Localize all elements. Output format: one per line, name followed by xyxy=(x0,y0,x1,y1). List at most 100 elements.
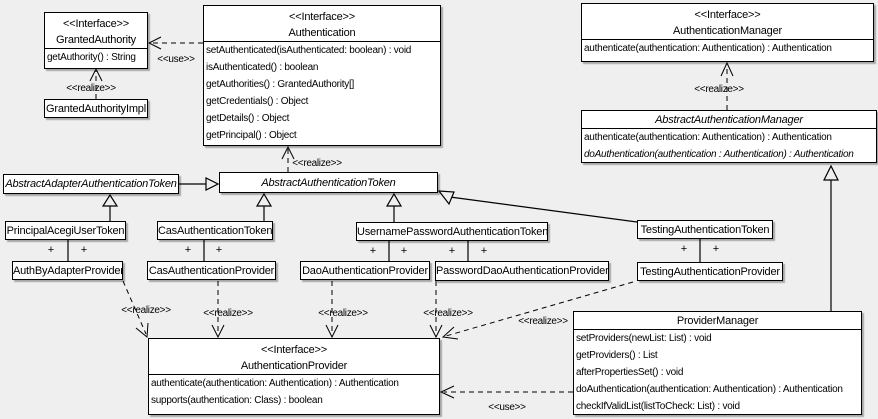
class-name: TestingAuthenticationToken xyxy=(640,223,770,236)
class-name: UsernamePasswordAuthenticationToken xyxy=(357,225,548,238)
edge-assoc-principal-authbyadapter[interactable]: + + xyxy=(48,240,87,261)
class-authentication-manager[interactable]: <<Interface>> AuthenticationManager auth… xyxy=(581,3,874,62)
plus-label: + xyxy=(401,245,407,257)
class-provider-manager[interactable]: ProviderManager setProviders(newList: Li… xyxy=(573,311,862,415)
class-abstract-adapter-authentication-token[interactable]: AbstractAdapterAuthenticationToken xyxy=(3,174,179,194)
edge-assoc-uptoken-passworddaoprovider[interactable]: + + xyxy=(449,241,487,261)
edge-assoc-uptoken-daoprovider[interactable]: + + xyxy=(370,241,407,261)
edge-gen-adapter-token[interactable] xyxy=(179,177,220,191)
class-authentication-provider[interactable]: <<Interface>> AuthenticationProvider aut… xyxy=(148,338,440,415)
edge-label-realize: <<realize>> xyxy=(203,308,253,319)
class-name: Authentication xyxy=(288,27,356,39)
class-granted-authority[interactable]: <<Interface>> GrantedAuthority getAuthor… xyxy=(44,12,148,69)
edge-assoc-testingtoken-testingprovider[interactable]: + + xyxy=(681,239,719,262)
method-row: getDetails() : Object xyxy=(206,113,290,124)
edge-label-use: <<use>> xyxy=(488,402,526,413)
class-name: GrantedAuthority xyxy=(56,34,136,46)
method-row: authenticate(authentication: Authenticat… xyxy=(584,132,832,143)
method-row: afterPropertiesSet() : void xyxy=(576,367,684,378)
class-title: <<Interface>> AuthenticationProvider xyxy=(149,339,439,375)
stereotype: <<Interface>> xyxy=(63,18,129,30)
edge-gen-cas-token[interactable] xyxy=(255,192,273,221)
class-name: AbstractAuthenticationToken xyxy=(261,176,396,189)
class-cas-authentication-token[interactable]: CasAuthenticationToken xyxy=(157,221,273,240)
class-username-password-authentication-token[interactable]: UsernamePasswordAuthenticationToken xyxy=(356,222,548,241)
class-name: CasAuthenticationToken xyxy=(158,224,273,237)
method-row: authenticate(authentication: Authenticat… xyxy=(151,378,399,389)
edge-assoc-castoken-casprovider[interactable]: + + xyxy=(185,240,222,261)
method-row: getCredentials() : Object xyxy=(206,96,309,107)
plus-label: + xyxy=(185,244,191,256)
stereotype: <<Interface>> xyxy=(261,344,327,356)
edge-realize-abstractauthenticationtoken[interactable]: <<realize>> xyxy=(281,145,343,172)
class-abstract-authentication-manager[interactable]: AbstractAuthenticationManager authentica… xyxy=(581,110,877,163)
method-row: getAuthorities() : GrantedAuthority[] xyxy=(206,79,355,90)
edge-realize-daoauthenticationprovider[interactable]: <<realize>> xyxy=(318,281,369,339)
method-row: supports(authentication: Class) : boolea… xyxy=(151,395,323,406)
plus-label: + xyxy=(370,245,376,257)
edge-use-providermanager-authenticationprovider[interactable]: <<use>> xyxy=(439,385,573,413)
edge-gen-providermanager[interactable] xyxy=(823,164,839,311)
method-row: doAuthentication(authentication: Authent… xyxy=(576,384,843,395)
class-abstract-authentication-token[interactable]: AbstractAuthenticationToken xyxy=(219,172,438,193)
class-name: AbstractAdapterAuthenticationToken xyxy=(5,178,177,190)
edge-realize-casauthenticationprovider[interactable]: <<realize>> xyxy=(203,281,254,339)
plus-label: + xyxy=(216,244,222,256)
method-row: isAuthenticated() : boolean xyxy=(206,62,319,73)
class-name: DaoAuthenticationProvider xyxy=(302,264,428,277)
method-row: setAuthenticated(isAuthenticated: boolea… xyxy=(206,45,412,56)
edge-realize-authbyadapterprovider[interactable]: <<realize>> xyxy=(121,280,172,338)
plus-label: + xyxy=(681,243,687,255)
stereotype: <<Interface>> xyxy=(289,11,355,23)
method-row: getAuthority() : String xyxy=(47,52,136,63)
class-testing-authentication-token[interactable]: TestingAuthenticationToken xyxy=(637,220,773,239)
class-name: CasAuthenticationProvider xyxy=(148,264,275,277)
class-cas-authentication-provider[interactable]: CasAuthenticationProvider xyxy=(147,261,276,280)
edge-label-use: <<use>> xyxy=(157,54,195,65)
edge-realize-abstractauthenticationmanager[interactable]: <<realize>> xyxy=(694,61,745,110)
edge-gen-principal-token[interactable] xyxy=(101,193,119,221)
stereotype: <<Interface>> xyxy=(694,9,761,21)
plus-label: + xyxy=(81,244,87,256)
class-principal-acegi-user-token[interactable]: PrincipalAcegiUserToken xyxy=(5,221,126,240)
edge-gen-usernamepassword-token[interactable] xyxy=(385,192,403,222)
class-authentication[interactable]: <<Interface>> Authentication setAuthenti… xyxy=(203,5,441,146)
edge-label-realize: <<realize>> xyxy=(66,83,116,94)
class-granted-authority-impl[interactable]: GrantedAuthorityImpl xyxy=(44,99,148,118)
edge-use-authentication-grantedauthority[interactable]: <<use>> xyxy=(147,36,203,65)
class-title: ProviderManager xyxy=(574,312,861,330)
edge-label-realize: <<realize>> xyxy=(694,84,744,95)
method-row: getProviders() : List xyxy=(576,350,658,361)
method-row: doAuthentication(authentication : Authen… xyxy=(584,149,854,160)
plus-label: + xyxy=(481,245,487,257)
edge-label-realize: <<realize>> xyxy=(318,308,368,319)
edge-realize-grantedauthorityimpl[interactable]: <<realize>> xyxy=(66,67,117,99)
class-password-dao-authentication-provider[interactable]: PasswordDaoAuthenticationProvider xyxy=(435,261,609,281)
class-title: <<Interface>> AuthenticationManager xyxy=(582,4,873,40)
edge-label-realize: <<realize>> xyxy=(518,316,568,327)
plus-label: + xyxy=(449,245,455,257)
class-title: <<Interface>> Authentication xyxy=(204,6,440,42)
plus-label: + xyxy=(713,243,719,255)
method-row: checkIfValidList(listToCheck: List) : vo… xyxy=(576,401,740,412)
edge-realize-passworddaoauthenticationprovider[interactable]: <<realize>> xyxy=(423,281,474,339)
edge-gen-testing-token[interactable] xyxy=(437,190,638,223)
method-row: getPrincipal() : Object xyxy=(206,130,297,141)
plus-label: + xyxy=(48,244,54,256)
class-name: TestingAuthenticationProvider xyxy=(640,265,780,278)
class-dao-authentication-provider[interactable]: DaoAuthenticationProvider xyxy=(300,261,430,280)
class-name: GrantedAuthorityImpl xyxy=(46,102,146,115)
class-testing-authentication-provider[interactable]: TestingAuthenticationProvider xyxy=(637,262,783,281)
edge-label-realize: <<realize>> xyxy=(292,158,342,169)
class-name: PrincipalAcegiUserToken xyxy=(6,224,125,237)
class-auth-by-adapter-provider[interactable]: AuthByAdapterProvider xyxy=(12,261,123,280)
class-name: PasswordDaoAuthenticationProvider xyxy=(436,265,609,277)
class-title: <<Interface>> GrantedAuthority xyxy=(45,13,147,49)
class-name: AuthenticationProvider xyxy=(240,360,348,372)
edge-label-realize: <<realize>> xyxy=(423,308,473,319)
method-row: authenticate(authentication: Authenticat… xyxy=(584,43,832,54)
class-title: AbstractAuthenticationManager xyxy=(582,111,876,129)
class-name: AbstractAuthenticationManager xyxy=(655,114,803,126)
class-name: AuthByAdapterProvider xyxy=(13,264,123,277)
